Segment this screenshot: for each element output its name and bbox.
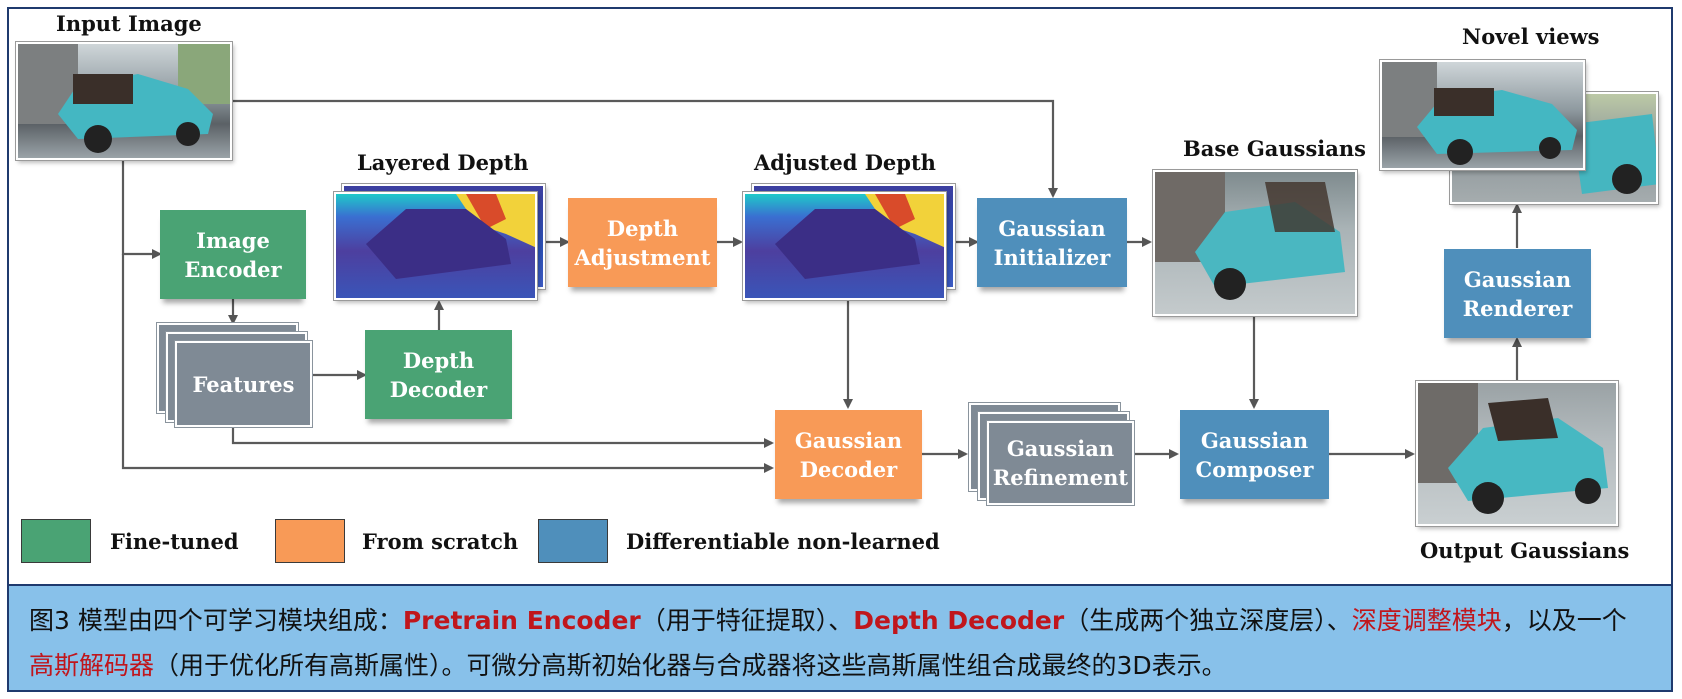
label-input-image: Input Image [56, 11, 202, 36]
arrow-input-to-initializer [232, 99, 1058, 198]
legend-label-non-learned: Differentiable non-learned [626, 529, 940, 554]
gaussian-refinement-line2: Refinement [992, 465, 1129, 490]
output-gaussians-image [1416, 381, 1618, 526]
gaussian-refinement-line1: Gaussian [1006, 436, 1115, 461]
figure-caption: 图3 模型由四个可学习模块组成：Pretrain Encoder（用于特征提取）… [7, 584, 1673, 692]
output-gaussians-icon [1418, 383, 1608, 514]
gaussian-initializer-line2: Initializer [993, 244, 1111, 270]
arrow-features-to-gaussian-decoder [231, 426, 774, 448]
features-box: Features [175, 341, 312, 427]
depth-map-icon [366, 194, 535, 279]
label-layered-depth: Layered Depth [357, 150, 529, 175]
features-label: Features [192, 371, 295, 397]
legend-swatch-non-learned [538, 519, 608, 563]
caption-part-1: 图3 模型由四个可学习模块组成： [29, 606, 403, 635]
depth-adjustment-line2: Adjustment [574, 244, 711, 270]
novel-view-front [1380, 60, 1585, 170]
caption-part-3: （生成两个独立深度层）、 [1064, 606, 1352, 635]
caption-part-2: （用于特征提取）、 [640, 606, 854, 635]
gaussian-composer-line1: Gaussian [1200, 427, 1309, 453]
gaussian-decoder-line2: Decoder [799, 456, 898, 482]
arrow-input-to-encoder [121, 160, 162, 259]
legend-swatch-fine-tuned [21, 519, 91, 563]
base-gaussians-icon [1155, 172, 1345, 300]
gaussian-renderer-line2: Renderer [1462, 295, 1573, 321]
adjusted-depth-icon [775, 194, 944, 279]
caption-part-5: （用于优化所有高斯属性）。可微分高斯初始化器与合成器将这些高斯属性组合成最终的3… [154, 651, 1227, 680]
legend-label-from-scratch: From scratch [362, 529, 519, 554]
depth-decoder-line2: Decoder [389, 376, 488, 402]
label-adjusted-depth: Adjusted Depth [754, 150, 936, 175]
gaussian-initializer-line1: Gaussian [998, 215, 1106, 241]
depth-adjustment-line1: Depth [606, 215, 679, 241]
caption-part-4: ，以及一个 [1501, 606, 1627, 635]
novel-view-back-icon [1572, 114, 1656, 194]
truck-photo-icon [18, 44, 230, 153]
gaussian-renderer-line1: Gaussian [1463, 266, 1572, 292]
caption-highlight-depth-decoder: Depth Decoder [853, 606, 1065, 635]
layered-depth-map [334, 192, 537, 300]
depth-decoder-line1: Depth [402, 347, 475, 373]
label-output-gaussians: Output Gaussians [1420, 538, 1630, 563]
novel-view-front-icon [1382, 62, 1577, 165]
input-image [16, 42, 232, 160]
image-encoder-line2: Encoder [184, 256, 282, 282]
arrow-input-to-gaussian-decoder [121, 254, 774, 473]
label-novel-views: Novel views [1462, 24, 1600, 49]
gaussian-composer-line2: Composer [1195, 456, 1314, 482]
base-gaussians-image [1153, 170, 1357, 316]
caption-highlight-pretrain-encoder: Pretrain Encoder [402, 606, 641, 635]
legend-label-fine-tuned: Fine-tuned [110, 529, 239, 554]
image-encoder-line1: Image [196, 227, 270, 253]
adjusted-depth-map [743, 192, 946, 300]
label-base-gaussians: Base Gaussians [1183, 136, 1366, 161]
caption-highlight-depth-adjustment: 深度调整模块 [1351, 606, 1502, 635]
gaussian-decoder-line1: Gaussian [794, 427, 903, 453]
legend-swatch-from-scratch [275, 519, 345, 563]
caption-highlight-gaussian-decoder: 高斯解码器 [29, 651, 155, 680]
